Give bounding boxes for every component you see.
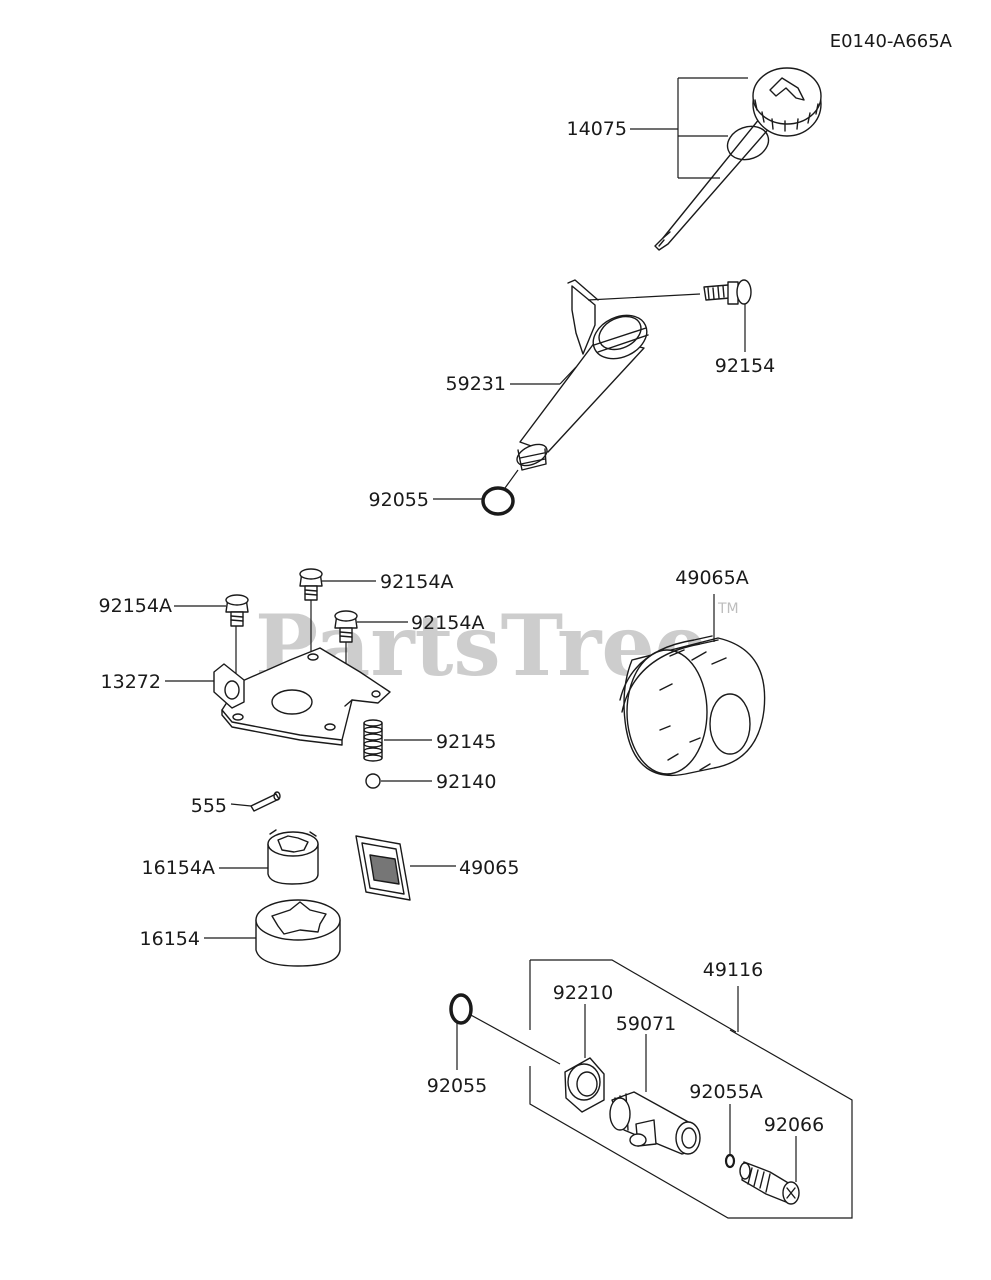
label-92055-top: 92055 bbox=[369, 489, 429, 511]
part-16154A-inner-rotor[interactable] bbox=[267, 829, 319, 885]
label-49065A: 49065A bbox=[675, 567, 748, 589]
label-49116: 49116 bbox=[703, 959, 763, 981]
label-92066: 92066 bbox=[764, 1114, 824, 1136]
part-49065A-oil-filter[interactable] bbox=[619, 635, 766, 777]
label-13272: 13272 bbox=[101, 671, 161, 693]
label-14075: 14075 bbox=[567, 118, 627, 140]
label-59231: 59231 bbox=[446, 373, 506, 395]
part-92055A-small-oring[interactable] bbox=[724, 1153, 736, 1169]
label-16154A: 16154A bbox=[142, 857, 215, 879]
part-92154A-bolt-right[interactable] bbox=[334, 610, 358, 643]
label-92154: 92154 bbox=[715, 355, 775, 377]
label-92055A: 92055A bbox=[689, 1081, 762, 1103]
label-92154A-left: 92154A bbox=[99, 595, 172, 617]
label-59071: 59071 bbox=[616, 1013, 676, 1035]
label-92145: 92145 bbox=[436, 731, 496, 753]
label-555: 555 bbox=[191, 795, 227, 817]
part-14075-dipstick[interactable] bbox=[654, 67, 822, 251]
part-92210-nut[interactable] bbox=[564, 1057, 605, 1113]
label-92154A-top: 92154A bbox=[380, 571, 453, 593]
part-92055-oring-top[interactable] bbox=[481, 486, 515, 516]
part-92066-valve[interactable] bbox=[739, 1161, 800, 1205]
part-555-pin[interactable] bbox=[250, 791, 281, 812]
label-92154A-right: 92154A bbox=[411, 612, 484, 634]
label-49065: 49065 bbox=[459, 857, 519, 879]
label-16154: 16154 bbox=[140, 928, 200, 950]
part-16154-outer-rotor[interactable] bbox=[255, 899, 341, 967]
watermark-tm: TM bbox=[717, 601, 739, 617]
label-92140: 92140 bbox=[436, 771, 496, 793]
part-92154-bolt[interactable] bbox=[703, 279, 752, 305]
label-92055-bottom: 92055 bbox=[427, 1075, 487, 1097]
part-92154A-bolt-top[interactable] bbox=[299, 568, 323, 601]
part-13272-plate[interactable] bbox=[213, 647, 391, 746]
part-59071-fitting[interactable] bbox=[609, 1091, 701, 1155]
drawing-code: E0140-A665A bbox=[830, 31, 953, 52]
part-92145-spring[interactable] bbox=[363, 719, 383, 762]
part-92140-ball[interactable] bbox=[365, 773, 381, 789]
part-59231-fill-tube[interactable] bbox=[514, 279, 654, 471]
part-92154A-bolt-left[interactable] bbox=[225, 594, 249, 627]
part-92055-oring-bottom[interactable] bbox=[449, 993, 473, 1025]
label-92210: 92210 bbox=[553, 982, 613, 1004]
part-49065-screen[interactable] bbox=[355, 835, 411, 901]
